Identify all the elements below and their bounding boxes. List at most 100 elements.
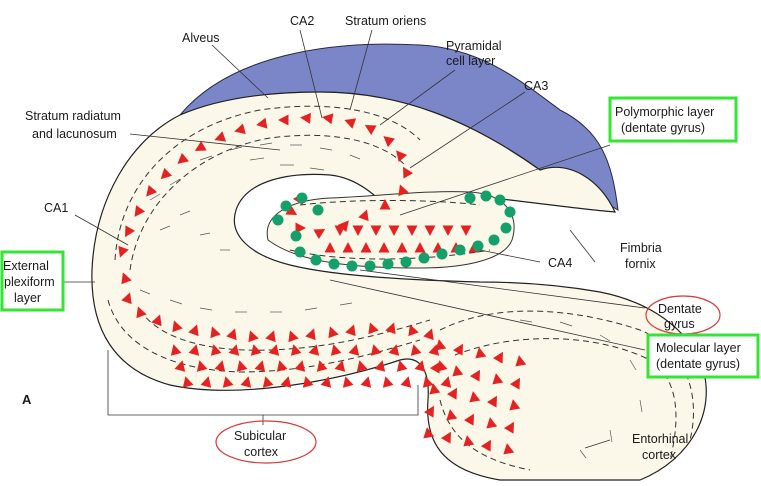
pyramidal-cell-marker <box>210 326 221 339</box>
pyramidal-cell-marker <box>288 330 299 343</box>
pyramidal-cell-marker <box>423 427 435 439</box>
pyramidal-cell-marker <box>324 242 336 253</box>
pyramidal-cell-marker <box>475 347 487 359</box>
pyramidal-cell-marker <box>160 167 173 180</box>
pyramidal-cell-marker <box>344 118 357 129</box>
granule-cell-marker <box>472 240 484 252</box>
pyramidal-cell-marker <box>423 328 434 341</box>
label-stratum-oriens: Stratum oriens <box>345 14 426 28</box>
pyramidal-cell-marker <box>250 344 262 356</box>
granule-cell-marker <box>504 206 516 218</box>
label-external-3: layer <box>14 291 41 305</box>
granule-cell-marker <box>346 260 358 272</box>
layer-lines <box>107 105 694 471</box>
pyramidal-cell-marker <box>280 376 292 388</box>
pyramidal-cell-marker <box>403 166 414 179</box>
pyramidal-cell-marker <box>268 344 280 356</box>
pyramidal-cell-marker <box>446 387 457 400</box>
dentate-gyrus-region <box>266 191 515 269</box>
granule-cell-marker <box>280 200 292 212</box>
pyramidal-cell-marker <box>440 376 452 388</box>
pyramidal-cell-marker <box>248 330 259 343</box>
granule-cell-marker <box>290 230 302 242</box>
pyramidal-cell-marker <box>388 225 400 236</box>
pyramidal-cell-marker <box>240 376 252 388</box>
label-subicular-1: Subicular <box>234 429 286 443</box>
pyramidal-cell-marker <box>302 376 314 388</box>
pyramidal-cell-marker <box>146 185 158 197</box>
pyramidal-cell-marker <box>480 439 491 452</box>
pyramidal-cell-marker <box>342 242 354 253</box>
pyramidal-cell-marker <box>345 324 356 337</box>
pyramidal-cell-marker <box>509 399 521 411</box>
pyramidal-cell-marker <box>182 376 194 388</box>
granule-cell-markers <box>272 190 516 272</box>
pyramidal-cell-marker <box>174 360 186 372</box>
pyramidal-cell-marker <box>262 376 274 388</box>
pyramidal-cell-marker <box>424 225 436 236</box>
label-alveus: Alveus <box>182 31 220 45</box>
pyramidal-cell-marker <box>492 373 504 385</box>
pyramidal-cell-marker <box>378 242 390 253</box>
pyramidal-cell-marker <box>370 344 382 356</box>
pyramidal-cell-marker <box>188 324 199 337</box>
pyramidal-cell-marker <box>342 376 354 388</box>
pyramidal-cell-marker <box>222 376 234 388</box>
pyramidal-cell-marker <box>452 365 464 377</box>
pyramidal-cell-marker <box>370 225 382 236</box>
granule-cell-marker <box>418 252 430 264</box>
pyramidal-cell-marker <box>396 242 408 253</box>
pyramidal-cell-marker <box>388 344 400 356</box>
label-molecular-1: Molecular layer <box>656 341 741 355</box>
fiber-texture <box>139 142 643 459</box>
pyramidal-cell-marker <box>316 360 328 372</box>
pyramidal-cell-marker <box>486 417 498 429</box>
pyramidal-cell-marker <box>379 199 391 210</box>
pyramidal-cell-marker <box>290 344 302 356</box>
pyramidal-cell-marker <box>358 209 369 222</box>
granule-cell-marker <box>480 190 492 202</box>
pyramidal-cell-marker <box>194 140 207 151</box>
pyramidal-cell-marker <box>492 351 503 364</box>
pyramidal-cell-marker <box>276 360 288 372</box>
pyramidal-cell-marker <box>234 123 246 135</box>
pyramidal-cell-marker <box>121 272 132 285</box>
polymorphic-highlight-box <box>608 96 738 143</box>
pyramidal-cell-marker <box>352 225 364 236</box>
pyramidal-cell-marker <box>285 204 298 215</box>
pyramidal-cell-marker <box>442 225 454 236</box>
pyramidal-cell-marker <box>469 369 480 382</box>
molecular-highlight-box <box>646 333 760 379</box>
granule-cell-marker <box>294 246 306 258</box>
pyramidal-cell-marker <box>364 125 377 136</box>
pyramidal-cell-marker <box>429 383 441 395</box>
granule-cell-marker <box>488 234 500 246</box>
pyramidal-cell-marker <box>360 376 372 388</box>
pyramidal-cell-marker <box>330 344 342 356</box>
pyramidal-cell-marker <box>414 242 426 253</box>
label-fimbria-2: fornix <box>625 257 656 271</box>
pyramidal-cell-marker <box>188 344 200 356</box>
granule-cell-marker <box>296 192 308 204</box>
pyramidal-cell-marker <box>134 205 146 217</box>
pyramidal-cell-marker <box>463 413 474 426</box>
granule-cell-marker <box>272 214 284 226</box>
label-polymorphic-1: Polymorphic layer <box>615 105 714 119</box>
pyramidal-cell-marker <box>295 222 306 234</box>
pyramidal-cell-marker <box>400 376 412 388</box>
pyramidal-cell-marker <box>265 330 276 343</box>
pyramidal-cell-marker <box>396 150 408 162</box>
pyramidal-cell-marker <box>398 184 409 197</box>
panel-letter: A <box>22 392 32 407</box>
granule-cell-marker <box>310 254 322 266</box>
pyramidal-cell-marker <box>313 229 326 240</box>
hippocampus-body <box>91 91 707 481</box>
subicular-highlight <box>215 420 317 464</box>
pyramidal-cell-marker <box>214 360 226 372</box>
pyramidal-cell-marker <box>486 395 497 408</box>
pyramidal-cell-marker <box>328 326 339 339</box>
pyramidal-cell-marker <box>236 360 248 372</box>
pyramidal-cell-marker <box>396 360 408 372</box>
granule-cell-marker <box>494 194 506 206</box>
